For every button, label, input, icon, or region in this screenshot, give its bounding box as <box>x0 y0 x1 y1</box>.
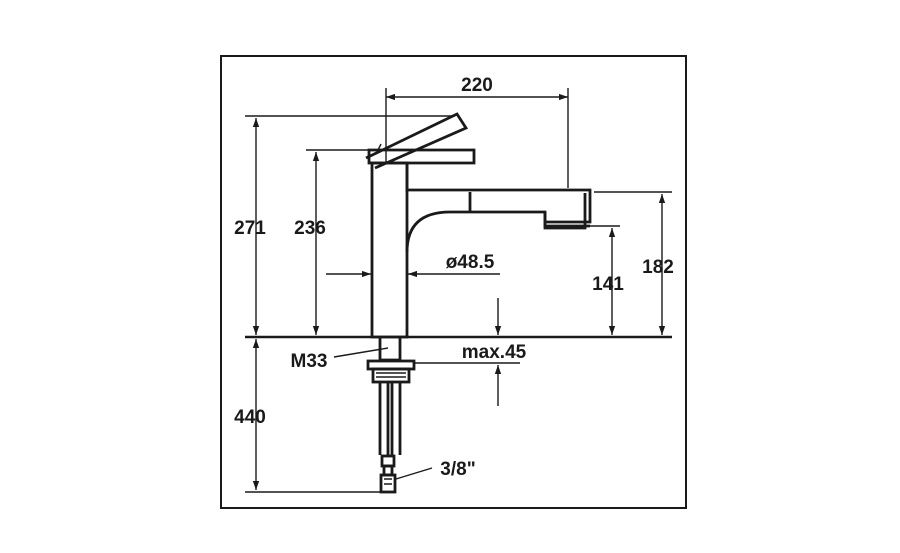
dimension-lines <box>245 88 672 493</box>
faucet-body <box>365 112 592 339</box>
label-hose-length: 440 <box>234 407 266 428</box>
label-max-deck: max.45 <box>462 342 527 363</box>
label-spout-reach: 220 <box>461 75 493 96</box>
faucet-mounting <box>366 337 416 494</box>
label-spout-height: 182 <box>642 257 674 278</box>
drawing-frame <box>220 55 687 509</box>
label-body-height: 236 <box>294 218 326 239</box>
label-thread: M33 <box>291 351 328 372</box>
label-total-height: 271 <box>234 218 266 239</box>
label-outlet-height: 141 <box>592 274 624 295</box>
label-body-diameter: ø48.5 <box>446 252 495 273</box>
label-connection: 3/8" <box>440 459 475 480</box>
